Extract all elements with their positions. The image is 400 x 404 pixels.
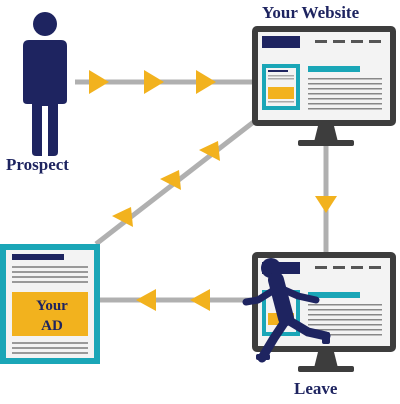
ad-text-line2: AD [41,318,63,334]
website-monitor-icon [252,26,396,146]
ad-text-line1: Your [36,298,68,314]
arrowheads [89,70,337,311]
website-label: Your Website [262,3,360,22]
running-person-icon [242,258,331,363]
arrow-right-icon [89,70,109,94]
ad-highlight-box [12,292,88,336]
prospect-person-icon [23,12,67,156]
arrow-up-right-icon [199,141,220,161]
arrow-down-icon [315,196,337,213]
arrow-right-icon [196,70,216,94]
ad-flyer [0,244,100,364]
prospect-label: Prospect [6,155,69,174]
arrow-up-right-icon [112,207,133,227]
arrow-right-icon [144,70,164,94]
arrow-left-icon [190,289,210,311]
arrow-up-right-icon [160,170,181,190]
arrow-left-icon [136,289,156,311]
leave-label: Leave [294,379,338,398]
